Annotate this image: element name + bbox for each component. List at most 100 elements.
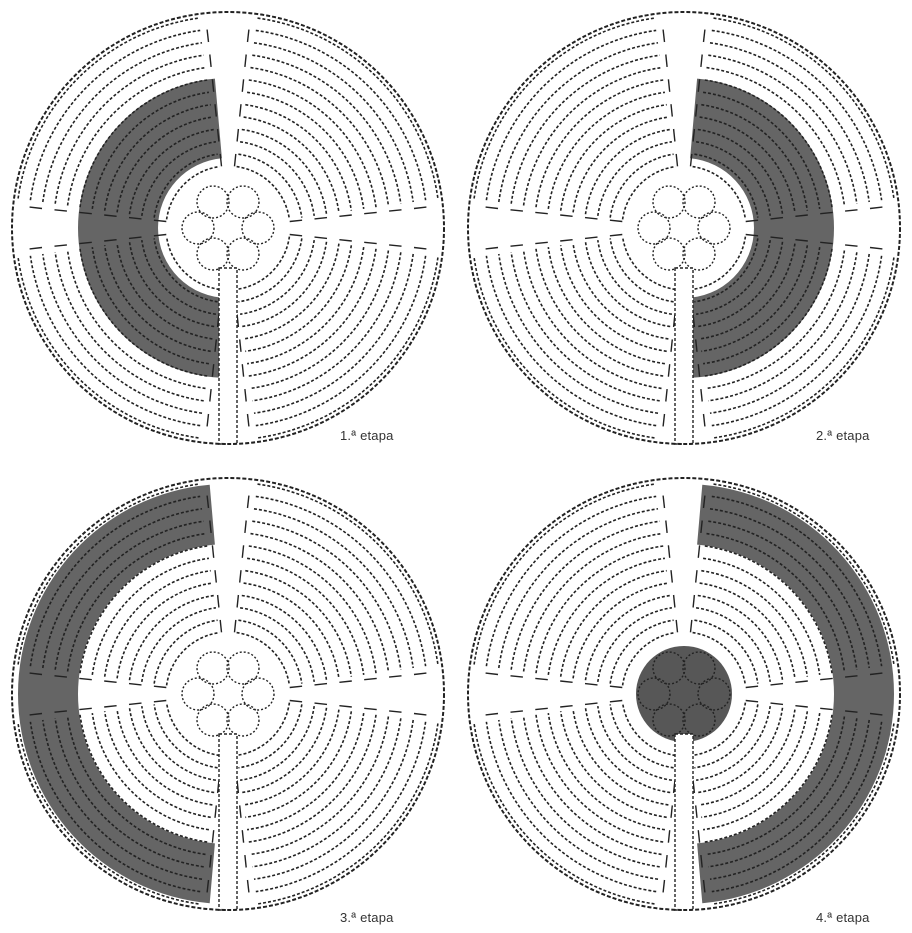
ring-arc (511, 55, 660, 204)
turn-segment (30, 248, 42, 249)
ring-arc (258, 18, 438, 198)
turn-segment (129, 703, 142, 704)
turn-segment (212, 545, 213, 558)
turn-segment (674, 595, 675, 608)
turn-segment (212, 830, 213, 843)
turn-segment (129, 684, 142, 685)
ring-arc (252, 252, 400, 400)
turn-segment (585, 703, 598, 704)
turn-segment (339, 706, 351, 707)
entrance-path (675, 734, 693, 910)
turn-segment (668, 830, 669, 843)
turn-segment (207, 30, 208, 42)
turn-segment (315, 684, 328, 685)
turn-segment (560, 215, 572, 216)
turn-segment (560, 706, 572, 707)
turn-segment (693, 595, 694, 608)
center-rosette (182, 652, 274, 736)
ring-arc (474, 724, 654, 904)
turn-segment (663, 880, 664, 892)
labyrinth-stage-4: 4.ª etapa (456, 466, 912, 932)
ring-arc (610, 238, 673, 301)
turn-segment (339, 215, 351, 216)
turn-segment (486, 207, 498, 208)
ring-arc (238, 620, 301, 683)
ring-arc (251, 251, 389, 389)
ring-arc (238, 238, 301, 301)
labyrinth-stage-1: 1.ª etapa (0, 0, 456, 466)
turn-segment (290, 220, 302, 221)
turn-segment (663, 496, 664, 508)
turn-segment (676, 620, 677, 632)
turn-segment (237, 129, 238, 142)
turn-segment (237, 595, 238, 608)
turn-segment (486, 714, 498, 715)
turn-segment (79, 678, 92, 679)
ring-arc (142, 608, 216, 682)
turn-segment (242, 545, 243, 558)
turn-segment (845, 245, 857, 246)
ring-arc (524, 251, 662, 389)
labyrinth-stage-2: 2.ª etapa (456, 0, 912, 466)
highlight-zone (697, 485, 894, 694)
turn-segment (315, 703, 328, 704)
turn-segment (245, 389, 246, 401)
ring-arc (240, 706, 314, 780)
turn-segment (535, 242, 548, 243)
turn-segment (364, 242, 377, 243)
ring-arc (524, 717, 662, 855)
ring-arc (142, 706, 216, 780)
ring-arc (598, 142, 672, 216)
turn-segment (30, 207, 42, 208)
turn-segment (486, 673, 498, 674)
turn-segment (704, 414, 705, 426)
turn-segment (215, 805, 216, 817)
ring-arc (258, 484, 438, 664)
turn-segment (414, 714, 426, 715)
ring-arc (511, 521, 660, 670)
turn-segment (560, 240, 572, 241)
turn-segment (674, 129, 675, 142)
turn-segment (414, 248, 426, 249)
turn-segment (242, 79, 243, 92)
entrance-path (675, 268, 693, 444)
turn-segment (666, 855, 667, 867)
ring-arc (249, 249, 376, 376)
turn-segment (795, 706, 807, 707)
turn-segment (746, 701, 758, 702)
labyrinth-diagram-3 (0, 466, 456, 932)
turn-segment (666, 55, 667, 67)
ring-arc (154, 620, 217, 683)
turn-segment (795, 681, 807, 682)
turn-segment (210, 389, 211, 401)
turn-segment (701, 55, 702, 67)
ring-arc (240, 142, 314, 216)
turn-segment (771, 684, 784, 685)
turn-segment (290, 235, 302, 236)
turn-segment (870, 248, 882, 249)
turn-segment (704, 30, 705, 42)
turn-segment (668, 545, 669, 558)
turn-segment (290, 701, 302, 702)
center-rosette (638, 186, 730, 270)
turn-segment (771, 703, 784, 704)
turn-segment (691, 620, 692, 632)
turn-segment (210, 55, 211, 67)
turn-segment (668, 79, 669, 92)
turn-segment (290, 686, 302, 687)
turn-segment (245, 55, 246, 67)
turn-segment (364, 678, 377, 679)
ring-arc (258, 258, 438, 438)
turn-segment (339, 240, 351, 241)
ring-arc (251, 534, 389, 672)
ring-arc (244, 583, 339, 678)
ring-arc (240, 608, 314, 682)
ring-arc (511, 718, 660, 867)
turn-segment (511, 711, 523, 712)
ring-arc (598, 240, 672, 314)
turn-segment (154, 701, 166, 702)
entrance-path (219, 734, 237, 910)
labyrinth-diagram-2 (456, 0, 912, 466)
turn-segment (240, 570, 241, 582)
turn-segment (389, 676, 401, 677)
